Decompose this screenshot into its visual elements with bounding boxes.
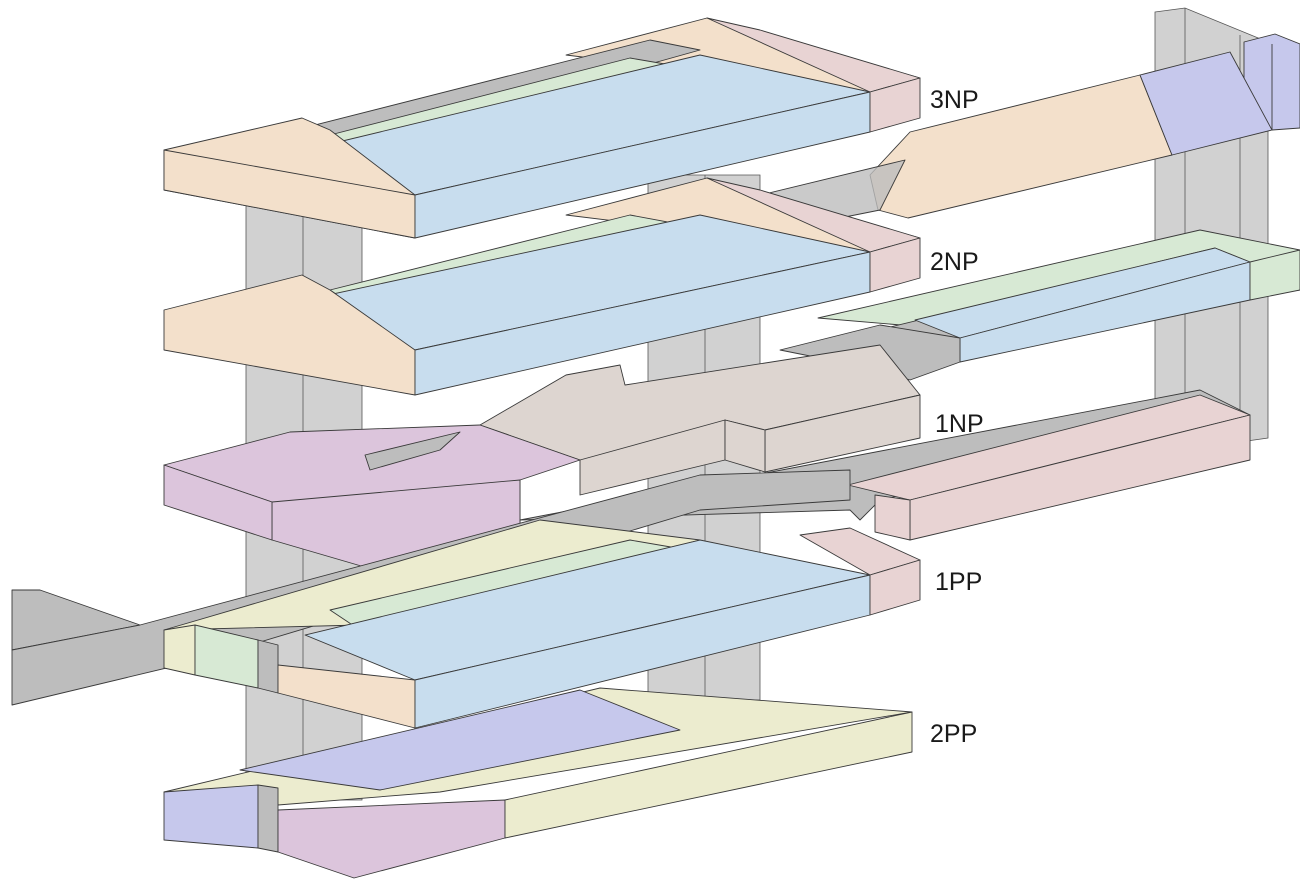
floor-label-1np: 1NP	[935, 410, 984, 438]
floor-3np	[163, 17, 921, 239]
floor-2np	[163, 177, 921, 396]
floor-label-2np: 2NP	[930, 248, 979, 276]
wing-2np-right	[779, 229, 1300, 381]
floor-1np	[163, 344, 921, 569]
bridge-3np	[739, 51, 1273, 233]
floor-1pp	[163, 519, 921, 729]
floor-label-3np: 3NP	[930, 86, 979, 114]
floor-labels: 3NP 2NP 1NP 1PP 2PP	[930, 86, 984, 748]
floor-label-2pp: 2PP	[930, 720, 977, 748]
floor-2pp	[163, 687, 913, 879]
floor-label-1pp: 1PP	[935, 568, 982, 596]
